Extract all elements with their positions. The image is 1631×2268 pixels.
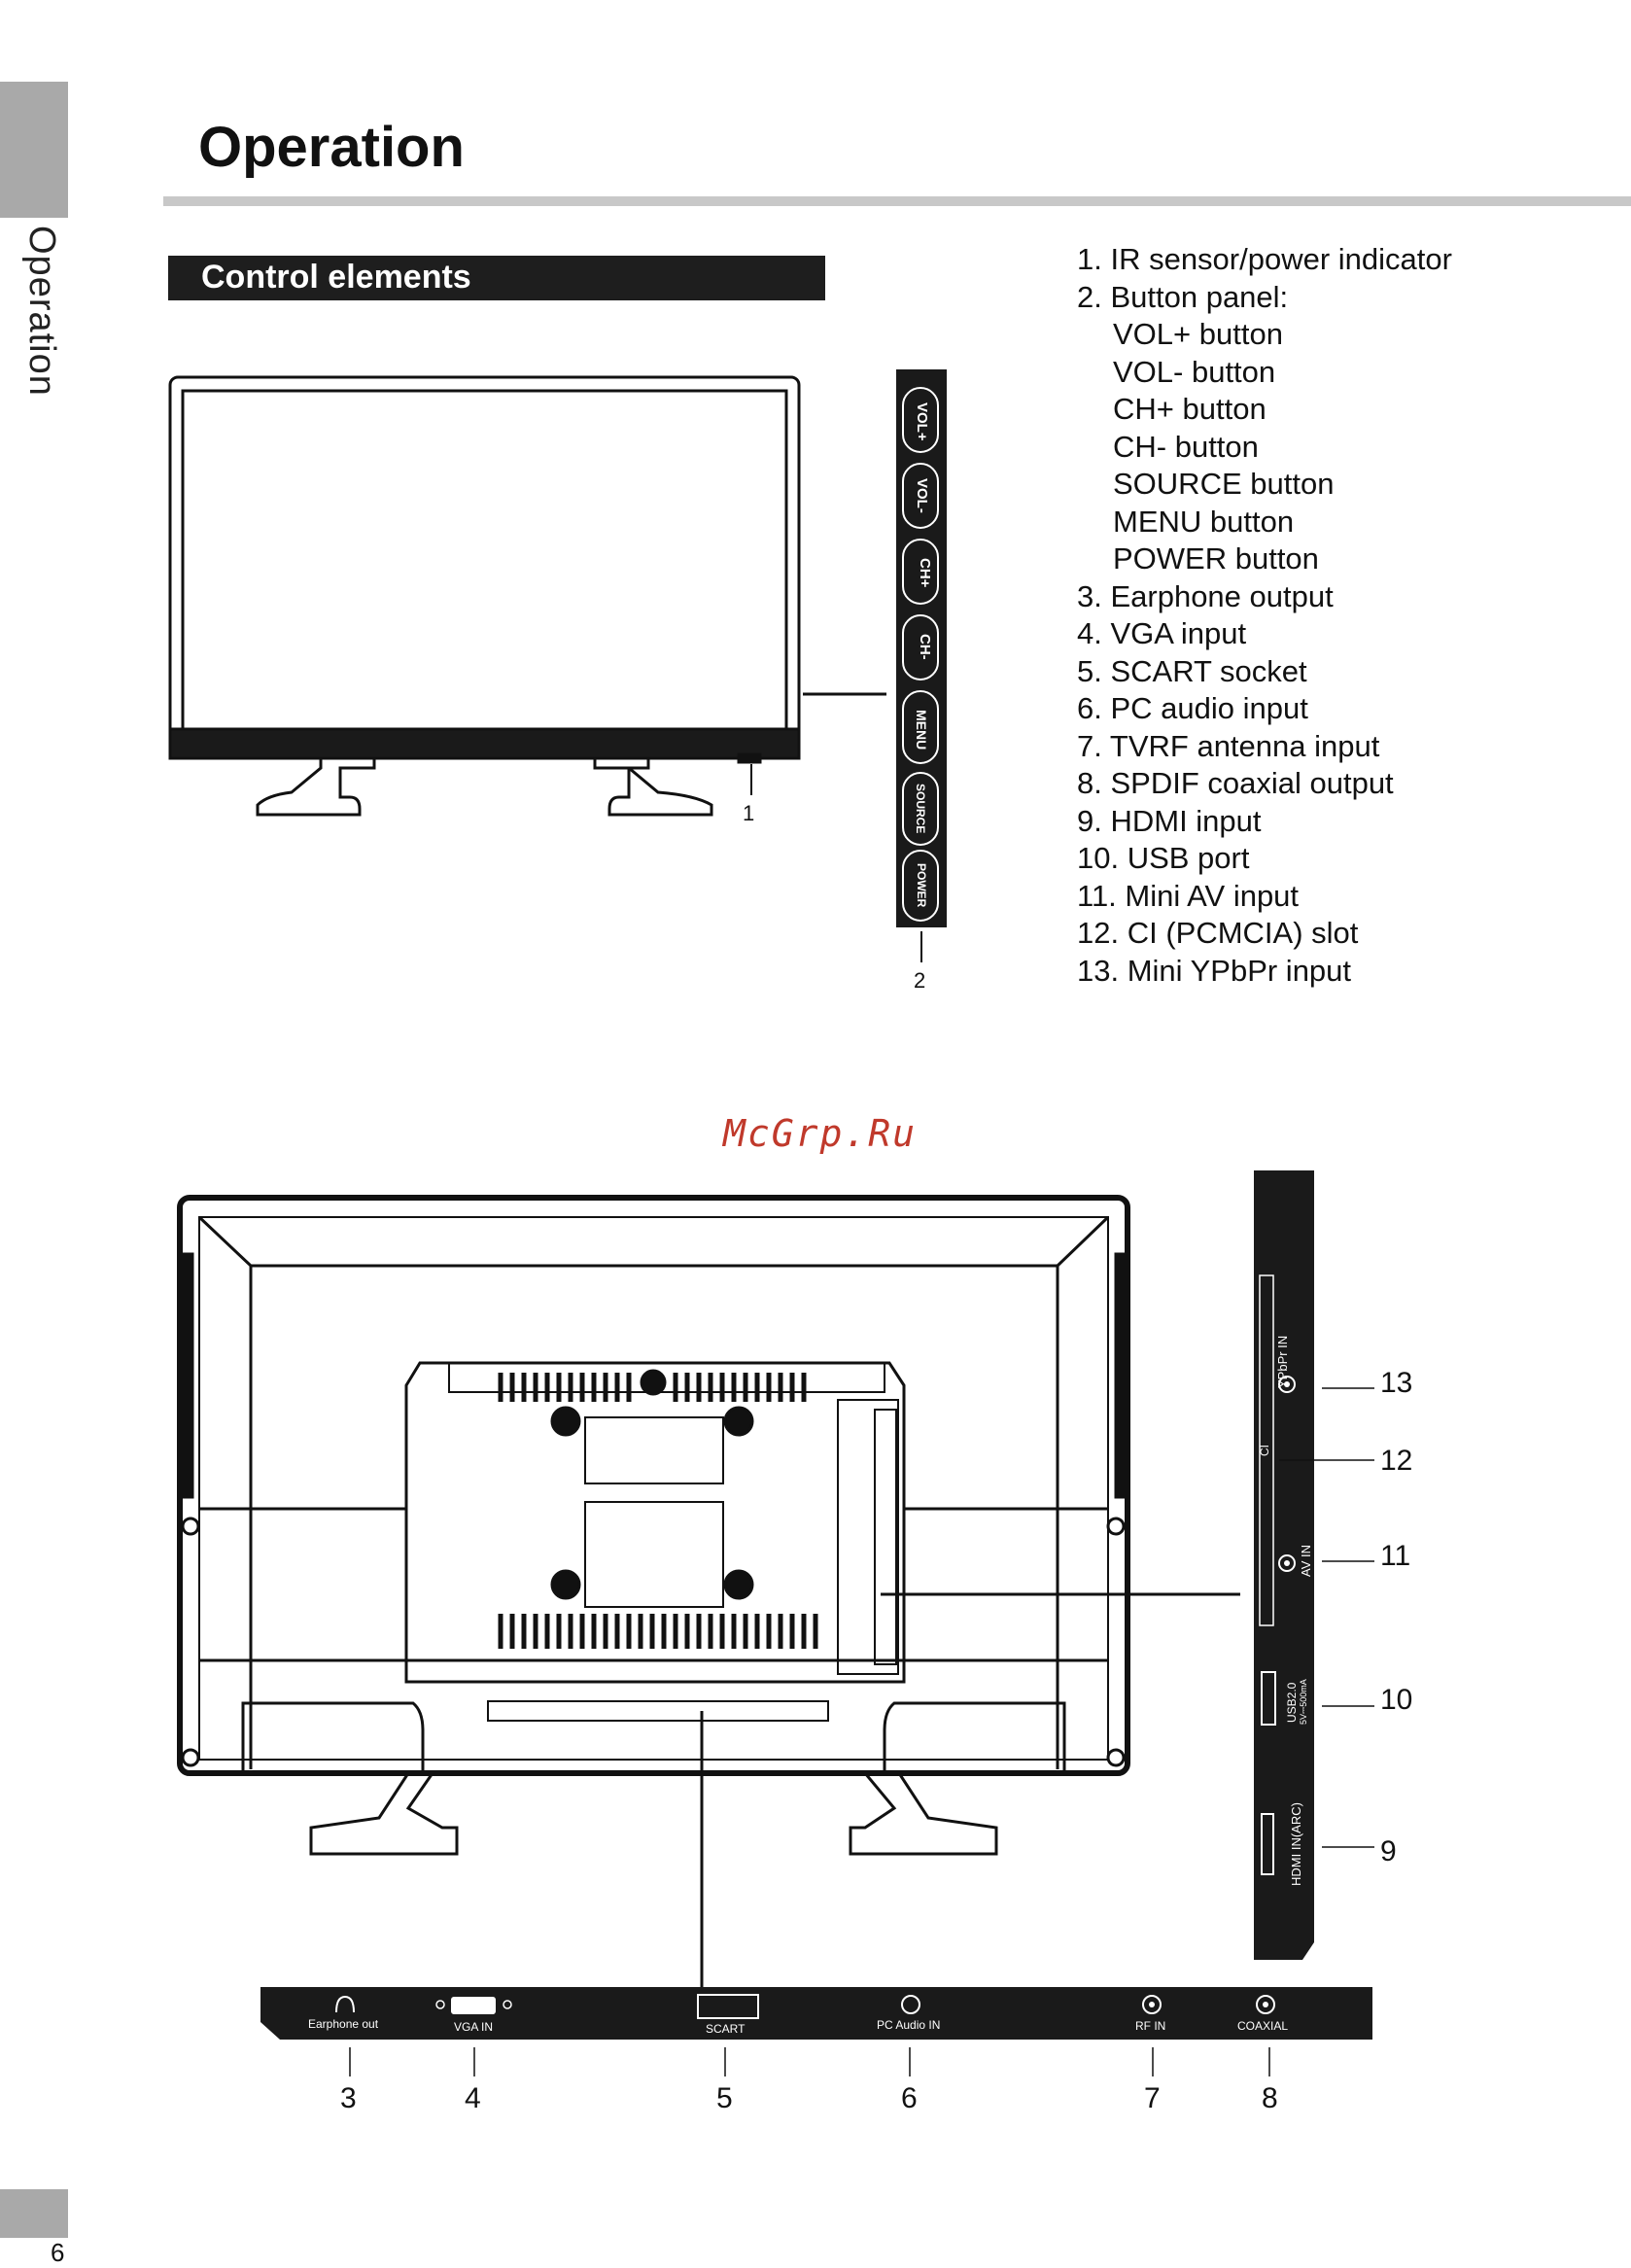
ci-slot-label: CI [1258,1445,1271,1456]
legend-subitem: SOURCE button [1113,467,1335,501]
legend-item: 5. SCART socket [1077,653,1307,688]
earphone-port-label: Earphone out [308,2017,379,2031]
usb-rating-label: 5V⎓500mA [1299,1679,1308,1725]
rf-port-label: RF IN [1135,2019,1166,2033]
legend-item: 11. Mini AV input [1077,878,1300,913]
callout-8: 8 [1262,2082,1278,2114]
vol-down-button: VOL- [902,463,939,529]
bottom-connector-strip [260,1987,1372,2076]
bottom-vents [498,1614,818,1649]
callout-6: 6 [901,2082,918,2114]
page-number-tab [0,2189,68,2238]
callout-3: 3 [340,2082,357,2114]
legend-item: 2. Button panel: [1077,279,1289,314]
hdmi-port-label: HDMI IN(ARC) [1289,1802,1303,1886]
vga-port-label: VGA IN [454,2020,494,2034]
legend-subitem: POWER button [1113,541,1319,576]
legend-item: 7. TVRF antenna input [1077,728,1380,763]
button-panel: VOL+ VOL- CH+ CH- MENU SOURCE POWER [896,369,947,927]
usb-port-label: USB2.0 [1285,1682,1299,1723]
legend-item: 1. IR sensor/power indicator [1077,242,1452,276]
legend-subitem: MENU button [1113,504,1295,539]
av-port-label: AV IN [1299,1545,1313,1577]
top-vents [498,1373,807,1402]
menu-button: MENU [902,690,939,764]
side-connector-strip [1254,1170,1374,1960]
callout-5: 5 [716,2082,733,2114]
page-number: 6 [51,2238,65,2267]
callout-7: 7 [1144,2082,1161,2114]
legend-item: 9. HDMI input [1077,803,1262,838]
callout-13: 13 [1380,1367,1413,1399]
legend-item: 6. PC audio input [1077,691,1308,725]
callout-2: 2 [914,968,926,993]
side-tab [0,82,68,218]
watermark: McGrp.Ru [723,1112,918,1155]
page-title: Operation [198,116,465,179]
legend-item: 4. VGA input [1077,616,1247,650]
legend-subitem: VOL- button [1113,354,1276,389]
callout-1: 1 [743,801,755,825]
ypbpr-port-label: YPbPr IN [1275,1335,1290,1388]
callout-10: 10 [1380,1684,1413,1716]
callout-4: 4 [465,2082,481,2114]
ch-down-button: CH- [902,614,939,680]
legend-subitem: CH- button [1113,429,1259,464]
legend-item: 12. CI (PCMCIA) slot [1077,916,1359,950]
callout-11: 11 [1380,1540,1411,1572]
legend-item: 8. SPDIF coaxial output [1077,766,1394,800]
vol-up-button: VOL+ [902,387,939,453]
legend-item: 13. Mini YPbPr input [1077,953,1352,988]
source-button: SOURCE [902,772,939,846]
section-header-bar [168,256,825,300]
tv-rear-view [177,1195,1240,1987]
callout-12: 12 [1380,1445,1413,1477]
legend-item: 10. USB port [1077,841,1250,875]
component-legend: 1. IR sensor/power indicator 2. Button p… [1077,241,1452,990]
callout-9: 9 [1380,1835,1397,1867]
legend-item: 3. Earphone output [1077,578,1334,613]
power-button: POWER [902,850,939,922]
legend-subitem: VOL+ button [1113,317,1283,351]
legend-subitem: CH+ button [1113,392,1267,426]
tv-front-view [168,375,886,817]
section-header: Control elements [201,259,471,296]
title-divider [163,196,1631,206]
ch-up-button: CH+ [902,539,939,605]
scart-port-label: SCART [706,2022,746,2036]
coaxial-port-label: COAXIAL [1237,2019,1289,2033]
pc-audio-port-label: PC Audio IN [877,2018,941,2032]
